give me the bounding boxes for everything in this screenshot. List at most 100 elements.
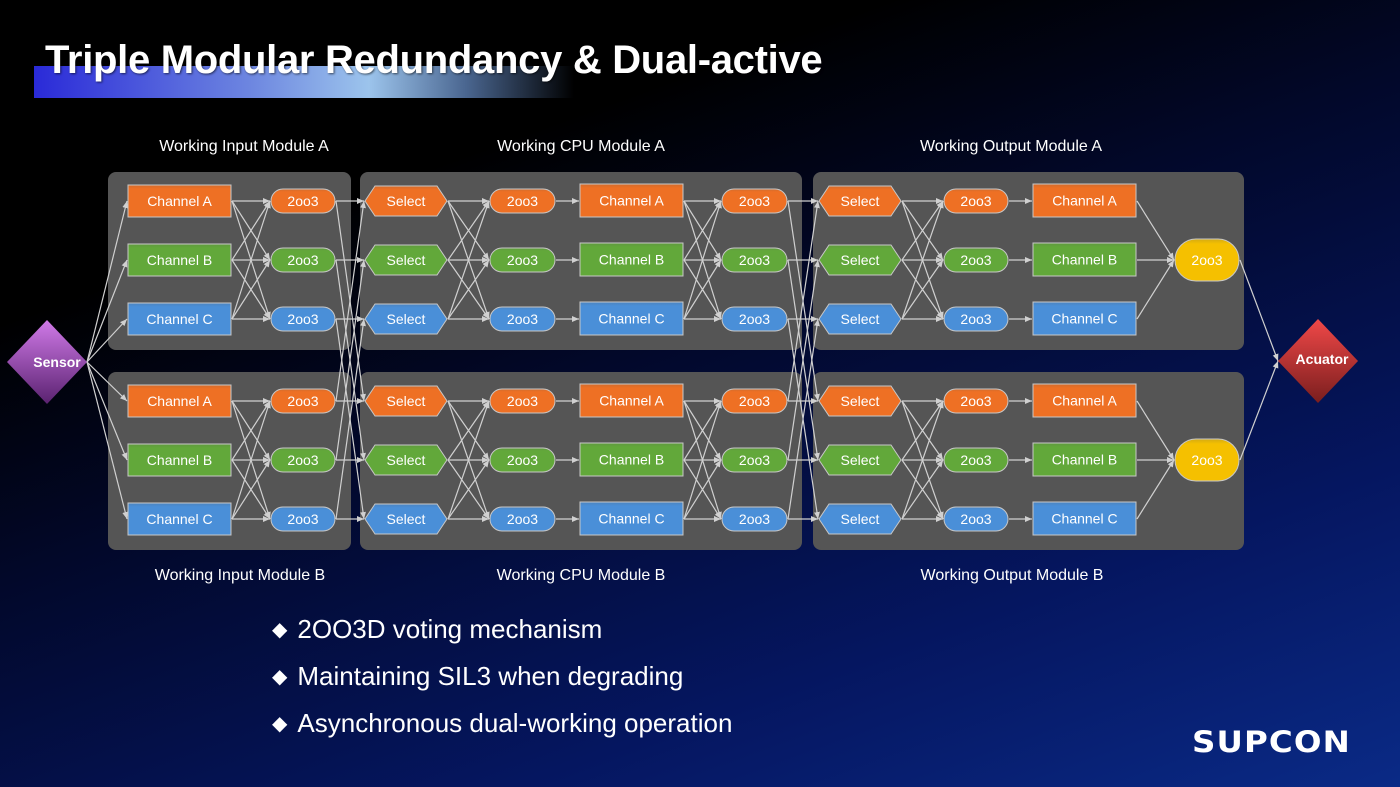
cpu-a-channel-c: Channel C xyxy=(579,301,684,336)
edge-arrow xyxy=(683,400,722,461)
cpu-a-voter-out-a: 2oo3 xyxy=(721,188,788,214)
actuator-node: Acuator xyxy=(1278,319,1358,403)
svg-text:2oo3: 2oo3 xyxy=(507,311,538,327)
cpu-a-voter-in-c: 2oo3 xyxy=(489,306,556,332)
svg-text:2oo3: 2oo3 xyxy=(739,511,770,527)
svg-text:2oo3: 2oo3 xyxy=(739,252,770,268)
output-a-final-voter: 2oo3 xyxy=(1174,238,1240,282)
cpu-b-voter-in-c: 2oo3 xyxy=(489,506,556,532)
svg-text:2oo3: 2oo3 xyxy=(287,452,318,468)
edge-arrow xyxy=(901,200,944,261)
svg-text:Select: Select xyxy=(387,252,426,268)
svg-text:2oo3: 2oo3 xyxy=(287,393,318,409)
cpu-b-channel-a: Channel A xyxy=(579,383,684,418)
output-a-select-a: Select xyxy=(818,185,902,217)
edge-arrow xyxy=(86,259,128,363)
svg-text:2oo3: 2oo3 xyxy=(960,311,991,327)
cpu-b-select-a: Select xyxy=(364,385,448,417)
svg-text:2oo3: 2oo3 xyxy=(287,511,318,527)
svg-text:2oo3: 2oo3 xyxy=(287,311,318,327)
svg-text:Channel C: Channel C xyxy=(1051,311,1117,327)
svg-text:Channel A: Channel A xyxy=(147,193,212,209)
edge-arrow xyxy=(231,200,271,320)
output-b-final-voter: 2oo3 xyxy=(1174,438,1240,482)
edge-arrow xyxy=(683,200,722,261)
edge-arrow xyxy=(1136,459,1175,520)
cpu-b-voter-out-b: 2oo3 xyxy=(721,447,788,473)
edge-arrow xyxy=(1136,259,1175,320)
svg-text:Select: Select xyxy=(841,393,880,409)
output-b-select-c: Select xyxy=(818,503,902,535)
cpu-a-channel-b: Channel B xyxy=(579,242,684,277)
input-b-channel-c: Channel C xyxy=(127,502,232,536)
svg-text:2oo3: 2oo3 xyxy=(960,452,991,468)
output-b-channel-b: Channel B xyxy=(1032,442,1137,477)
label-output-module-b: Working Output Module B xyxy=(920,567,1104,584)
output-b-voter-c: 2oo3 xyxy=(943,506,1009,532)
input-b-channel-a: Channel A xyxy=(127,384,232,418)
edge-arrow xyxy=(787,318,820,520)
output-a-select-c: Select xyxy=(818,303,902,335)
svg-text:Select: Select xyxy=(387,311,426,327)
edge-arrow xyxy=(231,400,271,461)
edge-arrow xyxy=(231,259,271,320)
svg-text:Channel C: Channel C xyxy=(598,511,664,527)
output-b-select-a: Select xyxy=(818,385,902,417)
edge-arrow xyxy=(335,318,367,520)
output-b-voter-b: 2oo3 xyxy=(943,447,1009,473)
output-a-channel-b: Channel B xyxy=(1032,242,1137,277)
edge-arrow xyxy=(901,459,944,520)
label-cpu-module-b: Working CPU Module B xyxy=(496,567,666,584)
edge-arrow xyxy=(231,200,271,261)
cpu-a-select-a: Select xyxy=(364,185,448,217)
svg-text:2oo3: 2oo3 xyxy=(507,193,538,209)
edge-arrow xyxy=(683,459,722,520)
edge-arrow xyxy=(683,259,722,320)
svg-text:2oo3: 2oo3 xyxy=(739,452,770,468)
edge-arrow xyxy=(86,361,129,520)
input-b-voter-c: 2oo3 xyxy=(270,506,336,532)
svg-text:Select: Select xyxy=(841,452,880,468)
edge-arrow xyxy=(335,259,367,461)
svg-text:Select: Select xyxy=(841,311,880,327)
output-a-voter-c: 2oo3 xyxy=(943,306,1009,332)
edge-arrow xyxy=(86,361,128,461)
svg-text:2oo3: 2oo3 xyxy=(507,252,538,268)
svg-text:2oo3: 2oo3 xyxy=(1191,252,1222,268)
edge-arrow xyxy=(683,200,722,320)
edge-arrow xyxy=(447,259,490,320)
label-output-module-a: Working Output Module A xyxy=(919,138,1103,155)
cpu-a-voter-in-b: 2oo3 xyxy=(489,247,556,273)
edge-arrow xyxy=(231,400,271,520)
feature-item: ◆2OO3D voting mechanism xyxy=(272,614,603,644)
edge-arrow xyxy=(447,400,490,520)
edge-arrow xyxy=(1239,360,1279,461)
svg-text:Channel A: Channel A xyxy=(147,393,212,409)
svg-text:Channel A: Channel A xyxy=(1052,193,1117,209)
edge-arrow xyxy=(447,459,490,520)
svg-text:Channel C: Channel C xyxy=(146,311,212,327)
svg-text:Channel B: Channel B xyxy=(599,452,664,468)
svg-text:Channel A: Channel A xyxy=(599,393,664,409)
svg-text:2oo3: 2oo3 xyxy=(739,393,770,409)
edge-arrow xyxy=(447,200,490,320)
diamond-bullet-icon: ◆ xyxy=(272,619,288,641)
input-a-channel-b: Channel B xyxy=(127,243,232,277)
edge-arrow xyxy=(86,318,128,363)
edge-arrow xyxy=(335,200,367,402)
svg-text:Select: Select xyxy=(387,193,426,209)
svg-text:2oo3: 2oo3 xyxy=(739,311,770,327)
feature-list: ◆2OO3D voting mechanism ◆Maintaining SIL… xyxy=(272,606,732,747)
svg-text:2oo3: 2oo3 xyxy=(507,393,538,409)
svg-text:2oo3: 2oo3 xyxy=(960,252,991,268)
edge-arrow xyxy=(901,400,944,520)
edge-arrow xyxy=(1136,400,1175,461)
svg-text:Channel B: Channel B xyxy=(147,252,212,268)
page-title: Triple Modular Redundancy & Dual-active xyxy=(45,38,823,82)
edge-arrow xyxy=(901,200,944,320)
output-a-channel-a: Channel A xyxy=(1032,183,1137,218)
svg-text:Acuator: Acuator xyxy=(1296,351,1349,367)
input-b-channel-b: Channel B xyxy=(127,443,232,477)
svg-text:Select: Select xyxy=(387,511,426,527)
